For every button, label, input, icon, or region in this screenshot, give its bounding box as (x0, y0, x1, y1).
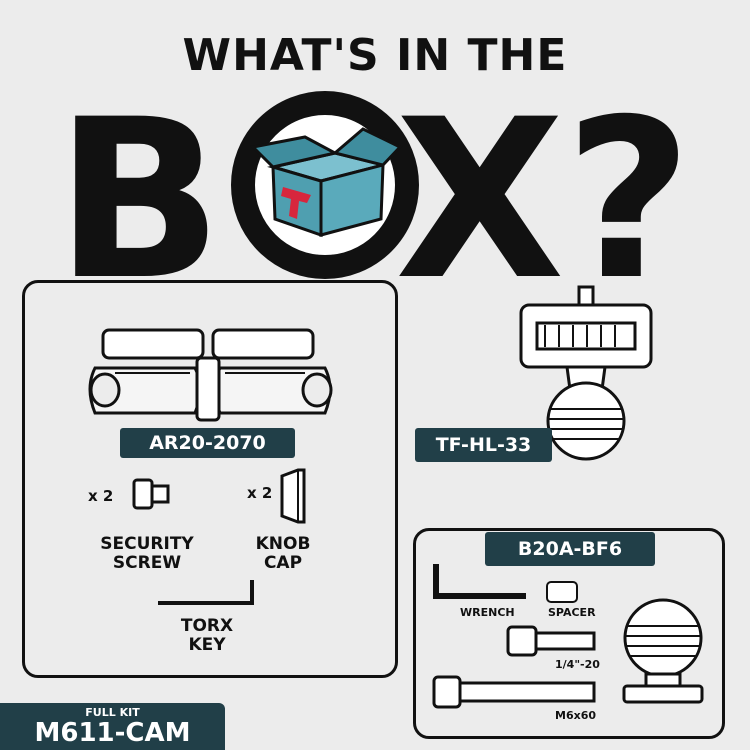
qty-security-screw: x 2 (88, 487, 114, 505)
model-tag-tf-hl-33: TF-HL-33 (415, 428, 552, 462)
label-knob-cap: KNOB CAP (238, 535, 328, 573)
label-wrench: WRENCH (460, 606, 515, 619)
spacer-icon (546, 581, 578, 603)
full-kit-tag: FULL KIT M611-CAM (0, 703, 225, 750)
torx-key-icon (158, 580, 254, 605)
box-icon (231, 91, 419, 279)
label-line: KNOB (255, 534, 311, 554)
label-line: SCREW (112, 553, 182, 573)
label-security-screw: SECURITY SCREW (82, 535, 212, 573)
holder-icon (519, 285, 653, 461)
label-torx-key: TORX KEY (162, 617, 252, 655)
qty-knob-cap: x 2 (247, 484, 273, 502)
full-kit-label: FULL KIT (85, 706, 140, 719)
bolt-large-icon (432, 675, 596, 709)
big-letter-b: B (55, 72, 223, 328)
knob-cap-icon (280, 468, 306, 524)
ball-base-icon (622, 598, 704, 704)
full-kit-model: M611-CAM (34, 718, 191, 748)
label-line: SECURITY (100, 534, 194, 554)
main-kit-panel (22, 280, 398, 678)
heading-whats-in-the: WHAT'S IN THE (182, 30, 568, 81)
label-spacer: SPACER (548, 606, 596, 619)
label-line: TORX (180, 616, 234, 636)
big-letters-x-question: X? (395, 72, 693, 328)
bolt-small-icon (506, 625, 596, 657)
wrench-icon (433, 564, 526, 599)
model-tag-b20a: B20A-BF6 (485, 532, 655, 566)
label-bolt-large: M6x60 (555, 709, 597, 722)
security-screw-icon (132, 478, 170, 510)
arm-icon (88, 328, 333, 422)
label-bolt-small: 1/4"-20 (555, 658, 600, 671)
label-line: KEY (188, 635, 226, 655)
model-tag-ar20: AR20-2070 (120, 428, 295, 458)
label-line: CAP (263, 553, 303, 573)
